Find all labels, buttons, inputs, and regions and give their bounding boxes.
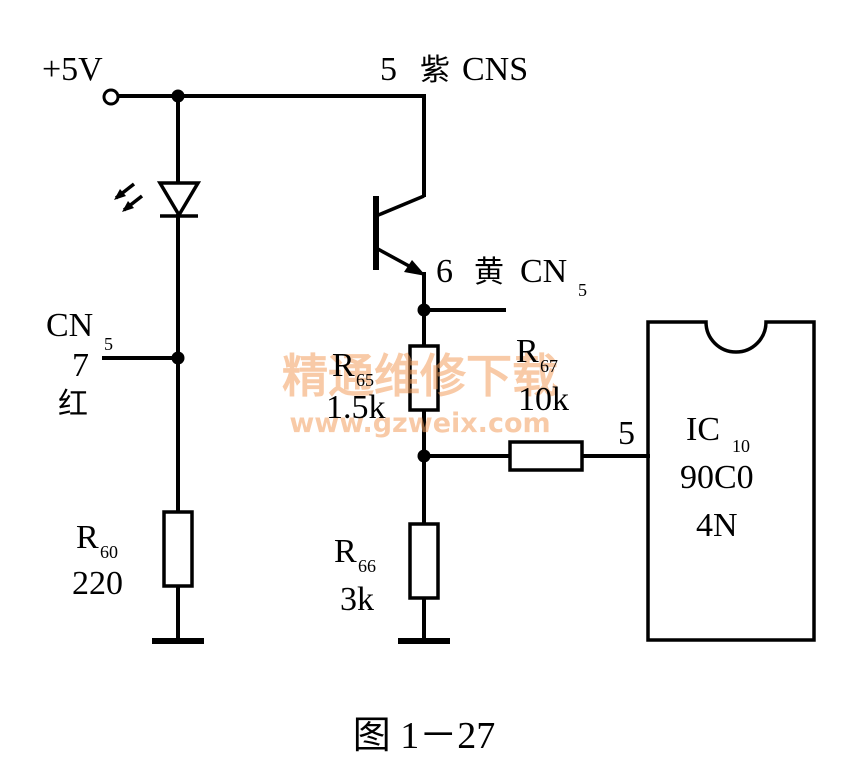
pin6-color: 黄 xyxy=(474,256,504,289)
left-connector-sub: 5 xyxy=(104,334,113,354)
supply-label: +5V xyxy=(42,51,103,88)
r66-sub: 66 xyxy=(358,556,376,576)
r67-name: R xyxy=(516,333,539,370)
pin6-number: 6 xyxy=(436,253,453,290)
resistor-r60 xyxy=(162,510,194,588)
figure-caption: 图 1－27 xyxy=(353,715,496,757)
pin6-connector: CN xyxy=(520,253,567,290)
left-connector: CN xyxy=(46,307,93,344)
transistor-symbol xyxy=(373,194,426,276)
r65-name: R xyxy=(332,347,355,384)
r65-value: 1.5k xyxy=(326,389,386,426)
resistor-r65 xyxy=(408,344,440,412)
pin5-connector: CNS xyxy=(462,51,528,88)
pin6-connector-sub: 5 xyxy=(578,280,587,300)
resistor-r66 xyxy=(408,522,440,600)
junction-dot xyxy=(171,351,185,365)
ic-line2: 90C0 xyxy=(680,459,754,496)
junction-dot xyxy=(171,89,185,103)
junction-dot xyxy=(417,449,431,463)
r60-sub: 60 xyxy=(100,542,118,562)
watermark-title: 精通维修下载 xyxy=(282,349,558,403)
supply-terminal xyxy=(102,88,120,106)
r67-value: 10k xyxy=(518,381,569,418)
r66-value: 3k xyxy=(340,581,374,618)
pin5-number: 5 xyxy=(380,51,397,88)
junctions xyxy=(171,89,431,463)
r65-sub: 65 xyxy=(356,370,374,390)
ic-name: IC xyxy=(686,411,720,448)
left-pin-color: 红 xyxy=(58,388,88,421)
ic-pin-number: 5 xyxy=(618,415,635,452)
junction-dot xyxy=(417,303,431,317)
pin5-color: 紫 xyxy=(420,54,450,87)
r60-value: 220 xyxy=(72,565,123,602)
ic10-body xyxy=(646,320,816,642)
r67-sub: 67 xyxy=(540,356,558,376)
ic-sub: 10 xyxy=(732,436,750,456)
watermark-url: www.gzweix.com xyxy=(289,408,550,439)
led-symbol xyxy=(114,181,202,219)
ic-line3: 4N xyxy=(696,507,738,544)
left-pin-number: 7 xyxy=(72,347,89,384)
r60-name: R xyxy=(76,519,99,556)
resistor-r67 xyxy=(508,440,584,472)
r66-name: R xyxy=(334,533,357,570)
